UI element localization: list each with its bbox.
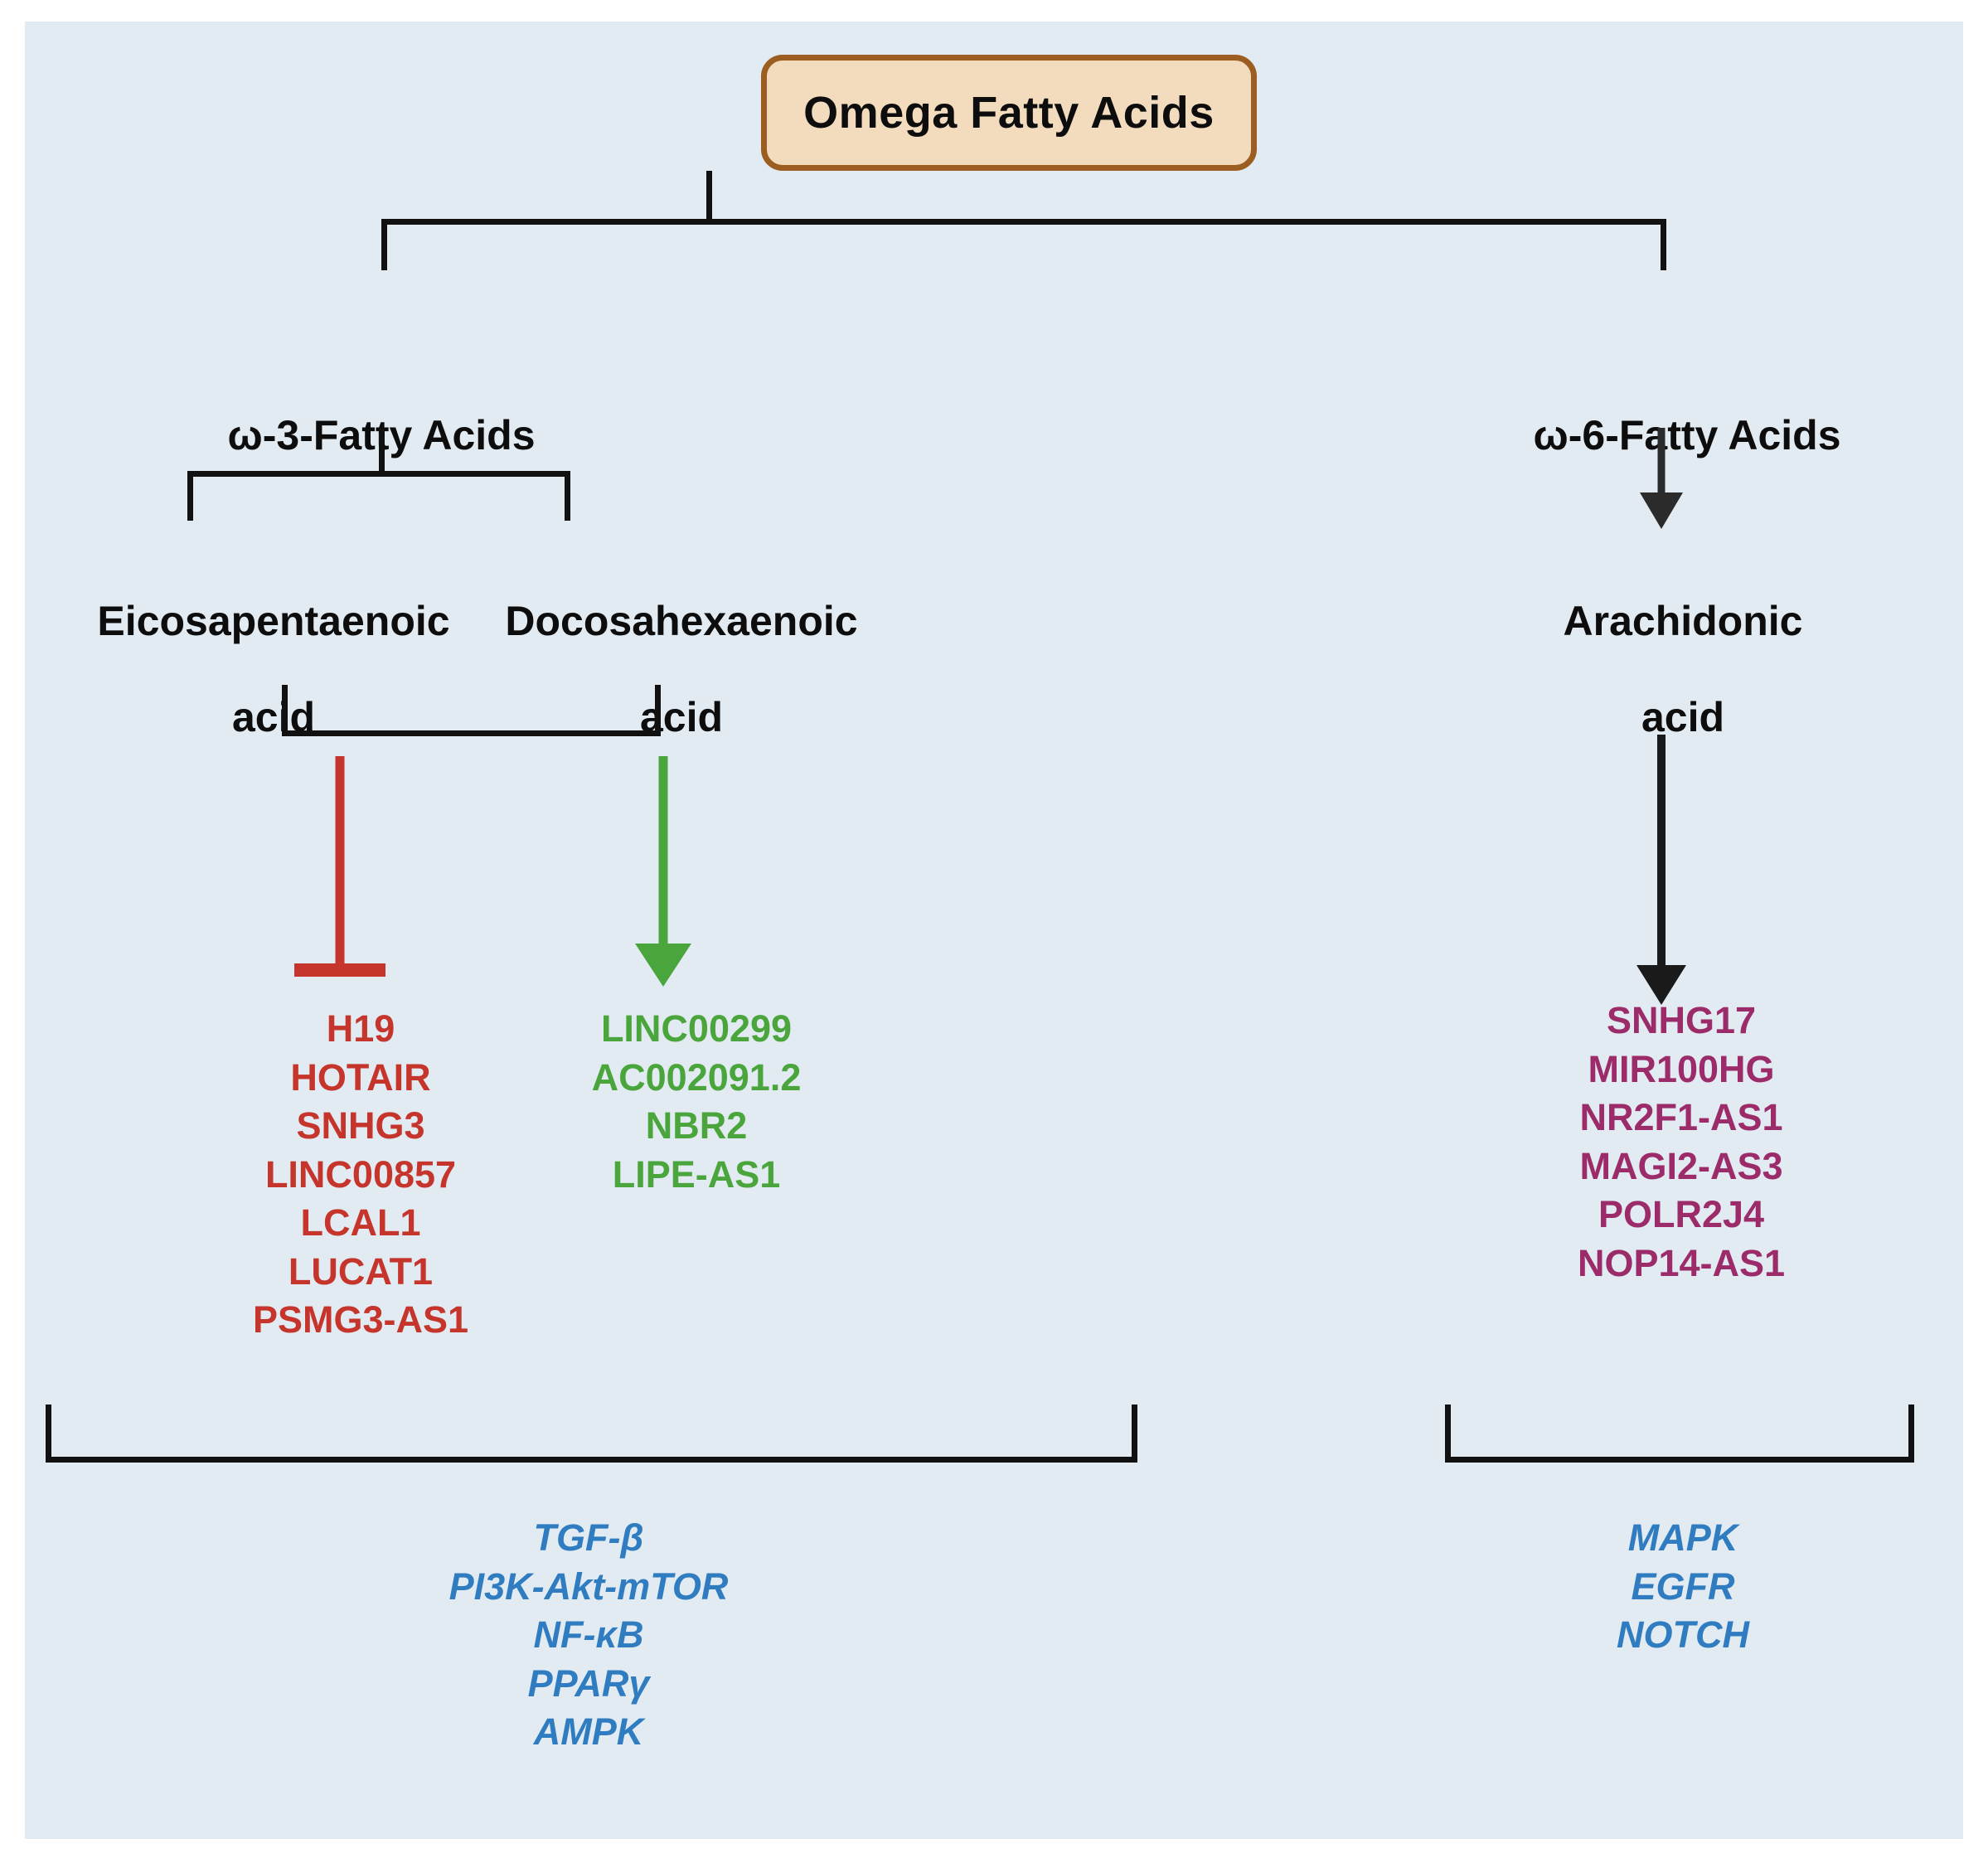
node-dha-label-line1: Docosahexaenoic bbox=[505, 598, 858, 644]
connector-omega3-split-bar bbox=[187, 471, 570, 477]
list-item[interactable]: MAGI2-AS3 bbox=[1579, 1144, 1783, 1187]
node-aa-label-line2: acid bbox=[1641, 694, 1725, 740]
connector-epa-dha-right-riser bbox=[655, 685, 661, 736]
connector-epa-dha-merge-bar bbox=[282, 730, 661, 736]
list-item[interactable]: SNHG3 bbox=[296, 1104, 425, 1147]
list-item[interactable]: NOTCH bbox=[1617, 1613, 1749, 1656]
list-item[interactable]: MAPK bbox=[1627, 1516, 1738, 1559]
list-omega6-lncrnas: SNHG17 MIR100HG NR2F1-AS1 MAGI2-AS3 POLR… bbox=[1466, 997, 1897, 1288]
connector-right-bracket-bar bbox=[1445, 1457, 1914, 1463]
connector-left-bracket-left-riser bbox=[46, 1405, 51, 1463]
list-item[interactable]: PSMG3-AS1 bbox=[252, 1298, 469, 1341]
node-docosahexaenoic-acid[interactable]: Docosahexaenoic acid bbox=[449, 549, 914, 741]
list-item[interactable]: LINC00857 bbox=[264, 1152, 457, 1196]
list-item[interactable]: LIPE-AS1 bbox=[612, 1152, 781, 1196]
node-arachidonic-acid[interactable]: Arachidonic acid bbox=[1451, 549, 1915, 741]
list-item[interactable]: EGFR bbox=[1631, 1565, 1735, 1608]
node-eicosapentaenoic-acid[interactable]: Eicosapentaenoic acid bbox=[41, 549, 506, 741]
connector-omega3-split-left-drop bbox=[187, 471, 193, 521]
edge-arachidonic-to-lncrnas bbox=[1636, 735, 1686, 1005]
list-item[interactable]: AMPK bbox=[533, 1710, 644, 1753]
list-item[interactable]: PI3K-Akt-mTOR bbox=[449, 1565, 729, 1608]
list-item[interactable]: NBR2 bbox=[645, 1104, 748, 1147]
arrow-omega6-to-arachidonic bbox=[1640, 428, 1683, 529]
connector-right-bracket-left-riser bbox=[1445, 1405, 1451, 1463]
list-item[interactable]: HOTAIR bbox=[290, 1055, 431, 1099]
node-aa-label-line1: Arachidonic bbox=[1563, 598, 1803, 644]
connector-omega3-stem bbox=[379, 428, 385, 471]
node-epa-label-line1: Eicosapentaenoic bbox=[97, 598, 450, 644]
connector-left-bracket-bar bbox=[46, 1457, 1137, 1463]
list-downregulated-lncrnas: H19 HOTAIR SNHG3 LINC00857 LCAL1 LUCAT1 … bbox=[195, 1005, 526, 1345]
list-item[interactable]: SNHG17 bbox=[1606, 999, 1757, 1041]
list-item[interactable]: MIR100HG bbox=[1588, 1047, 1775, 1090]
list-omega6-pathways: MAPK EGFR NOTCH bbox=[1484, 1514, 1882, 1660]
list-item[interactable]: LINC00299 bbox=[600, 1007, 793, 1050]
list-item[interactable]: H19 bbox=[326, 1007, 395, 1050]
connector-epa-dha-left-riser bbox=[282, 685, 288, 736]
connector-omega3-split-right-drop bbox=[565, 471, 570, 521]
list-item[interactable]: POLR2J4 bbox=[1598, 1193, 1765, 1235]
connector-right-bracket-right-riser bbox=[1908, 1405, 1914, 1463]
node-omega6-label: ω-6-Fatty Acids bbox=[1533, 412, 1841, 458]
list-item[interactable]: AC002091.2 bbox=[591, 1055, 802, 1099]
connector-top-split-left-drop bbox=[381, 219, 387, 270]
connector-root-stem bbox=[706, 171, 712, 219]
connector-top-split-right-drop bbox=[1661, 219, 1666, 270]
list-item[interactable]: NOP14-AS1 bbox=[1577, 1241, 1786, 1284]
connector-left-bracket-right-riser bbox=[1132, 1405, 1137, 1463]
node-omega-fatty-acids[interactable]: Omega Fatty Acids bbox=[761, 55, 1257, 171]
list-item[interactable]: PPARγ bbox=[527, 1662, 650, 1705]
list-upregulated-lncrnas: LINC00299 AC002091.2 NBR2 LIPE-AS1 bbox=[510, 1005, 883, 1199]
list-omega3-pathways: TGF-β PI3K-Akt-mTOR NF-κB PPARγ AMPK bbox=[298, 1514, 879, 1757]
list-item[interactable]: LCAL1 bbox=[300, 1201, 421, 1244]
list-item[interactable]: LUCAT1 bbox=[288, 1249, 434, 1293]
edge-inhibition-downregulated bbox=[294, 756, 385, 977]
diagram-canvas: Omega Fatty Acids ω-3-Fatty Acids ω-6-Fa… bbox=[25, 22, 1963, 1839]
list-item[interactable]: NF-κB bbox=[533, 1613, 644, 1656]
edge-activation-upregulated bbox=[635, 756, 691, 987]
list-item[interactable]: TGF-β bbox=[533, 1516, 644, 1559]
node-omega6-fatty-acids[interactable]: ω-6-Fatty Acids bbox=[1480, 363, 1894, 459]
list-item[interactable]: NR2F1-AS1 bbox=[1579, 1096, 1783, 1138]
node-omega-fatty-acids-label: Omega Fatty Acids bbox=[803, 88, 1215, 138]
connector-top-split-bar bbox=[381, 219, 1666, 225]
